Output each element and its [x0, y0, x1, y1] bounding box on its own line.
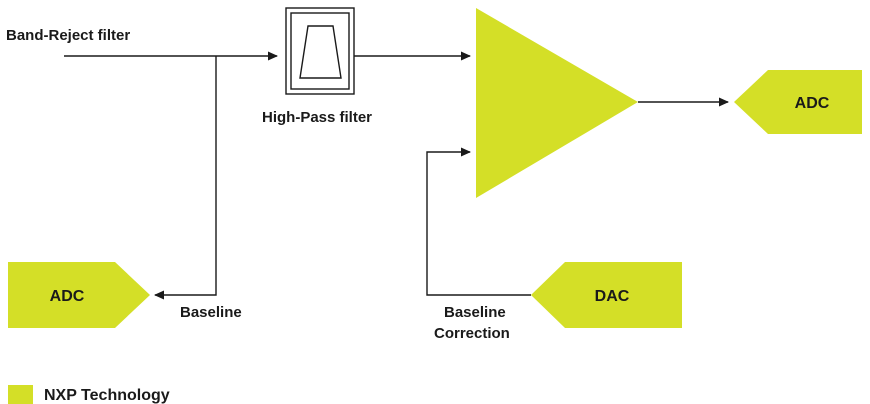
- high-pass-label: High-Pass filter: [262, 109, 372, 126]
- baseline-label: Baseline: [180, 304, 242, 321]
- adc-baseline-label: ADC: [50, 288, 85, 305]
- baseline-wire: [154, 56, 217, 300]
- legend-label: NXP Technology: [44, 387, 170, 404]
- dac-block: DAC: [531, 262, 682, 328]
- adc-baseline-block: ADC: [8, 262, 150, 328]
- correction-label-line1: Baseline: [444, 304, 506, 321]
- adc-output-block: ADC: [734, 70, 862, 134]
- dac-label: DAC: [595, 288, 630, 305]
- correction-label-line2: Correction: [434, 325, 510, 342]
- adc-output-label: ADC: [795, 95, 830, 112]
- legend: NXP Technology: [8, 385, 170, 404]
- high-pass-filter-block: [285, 7, 355, 95]
- input-label: Band-Reject filter: [6, 27, 130, 44]
- amplifier-triangle: [476, 8, 638, 198]
- filter-shape-icon: [299, 25, 342, 79]
- legend-swatch: [8, 385, 33, 404]
- correction-wire: [426, 147, 531, 296]
